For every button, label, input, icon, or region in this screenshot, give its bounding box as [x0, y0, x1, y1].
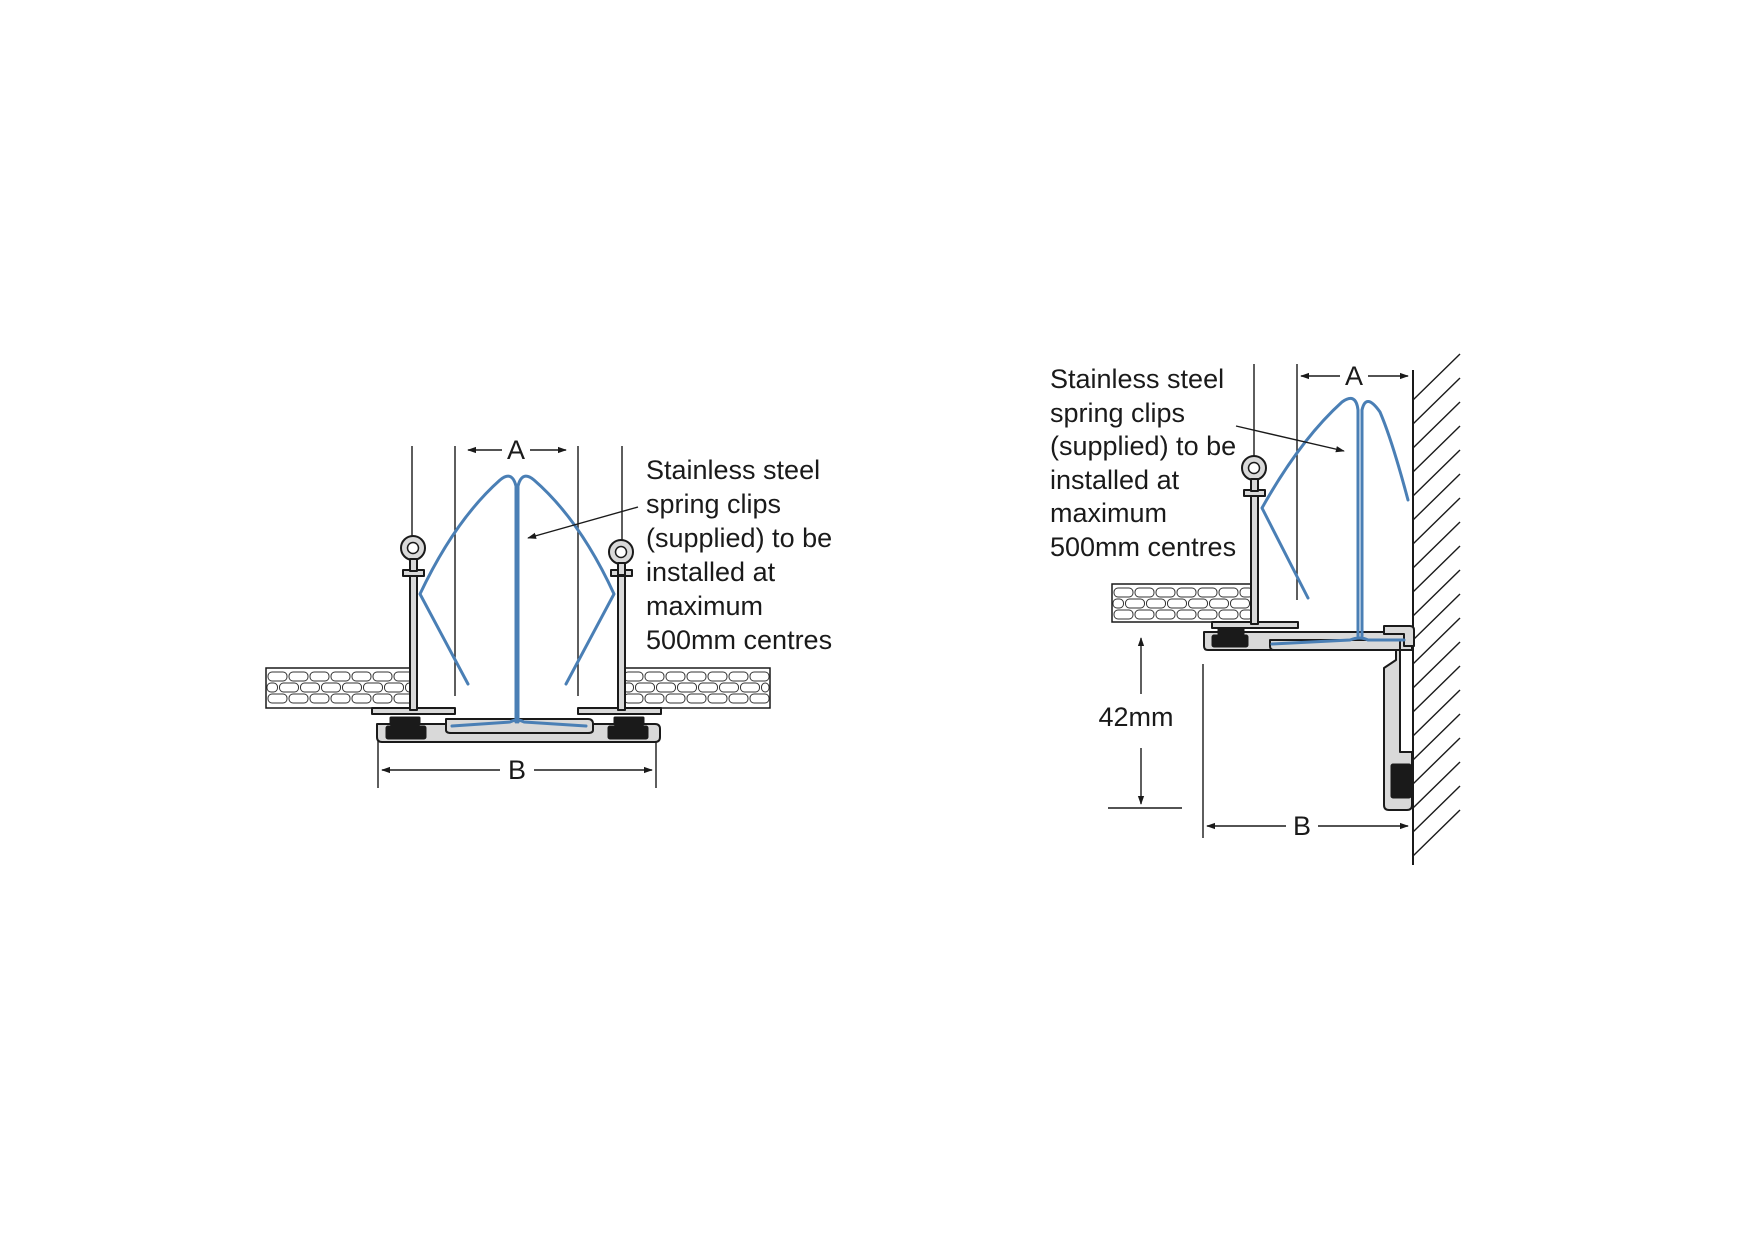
leader-line	[1235, 425, 1345, 453]
gasket	[613, 716, 645, 726]
leader-line	[527, 506, 639, 539]
dimension-b-label: B	[508, 755, 526, 785]
note-line: spring clips	[1050, 398, 1185, 428]
spring-clip-base	[450, 718, 588, 728]
spring-clip	[418, 474, 518, 724]
note-line: Stainless steel	[1050, 364, 1224, 394]
wall-hatch	[1412, 353, 1461, 857]
return-lip	[1383, 625, 1415, 647]
dimension-a-label: A	[507, 435, 525, 465]
note-line: maximum	[646, 591, 763, 621]
dimension-a-label: A	[1345, 361, 1363, 391]
spring-clip-base	[1270, 636, 1406, 646]
note-text: Stainless steel spring clips (supplied) …	[1050, 364, 1244, 562]
note-line: (supplied) to be	[646, 523, 832, 553]
detail-wall-edge: A B 42mm Stainless steel spring clips (s…	[1050, 353, 1461, 865]
eyelet-post-left	[400, 535, 426, 711]
spring-clip	[516, 474, 616, 724]
eyelet-post	[1241, 455, 1267, 625]
edge-profile	[1203, 631, 1413, 811]
note-text: Stainless steel spring clips (supplied) …	[646, 455, 840, 655]
insulation-panel-right	[621, 667, 771, 709]
gasket	[1211, 634, 1249, 648]
eyelet-post-right	[608, 539, 634, 711]
note-line: (supplied) to be	[1050, 431, 1236, 461]
dimension-b-label: B	[1293, 811, 1311, 841]
spring-clip	[1260, 396, 1360, 638]
detail-twin-panel: A B Stainless steel spring clips (suppli…	[265, 435, 840, 788]
gasket	[385, 725, 427, 740]
note-line: maximum	[1050, 498, 1167, 528]
insulation-panel	[1111, 583, 1255, 623]
insulation-panel-left	[265, 667, 415, 709]
wall-gasket	[1404, 773, 1414, 789]
gasket	[389, 716, 421, 726]
note-line: installed at	[646, 557, 776, 587]
note-line: installed at	[1050, 465, 1180, 495]
dimension-height-label: 42mm	[1098, 702, 1173, 732]
gasket	[607, 725, 649, 740]
note-line: 500mm centres	[1050, 532, 1236, 562]
spring-clip	[1360, 400, 1410, 638]
note-line: spring clips	[646, 489, 781, 519]
note-line: 500mm centres	[646, 625, 832, 655]
note-line: Stainless steel	[646, 455, 820, 485]
